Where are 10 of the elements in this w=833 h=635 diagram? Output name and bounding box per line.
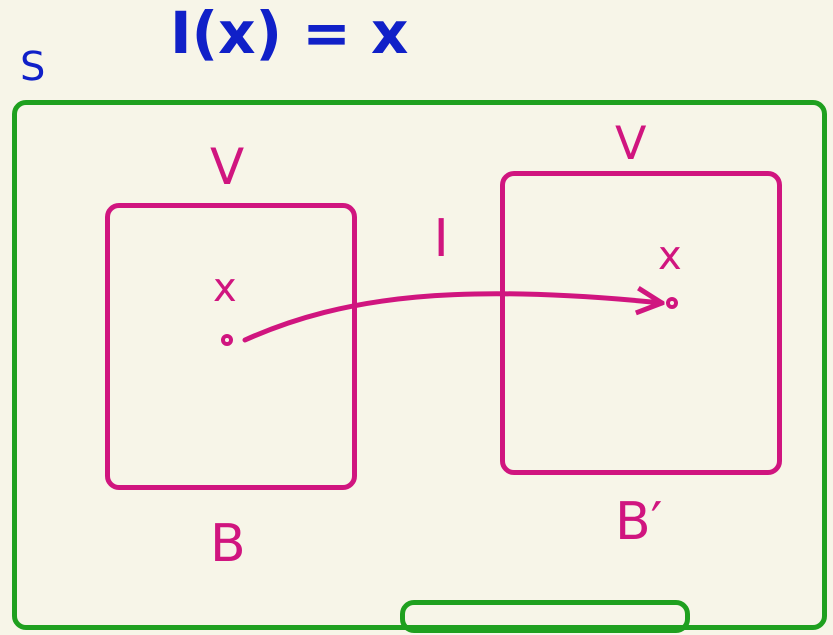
set-label: S [20, 47, 46, 87]
basis-label: B′ [615, 496, 662, 548]
space-label: V [210, 142, 244, 192]
basis-label: B [210, 518, 246, 570]
space-label: V [615, 120, 646, 166]
point-label: x [658, 236, 682, 276]
arrow [242, 286, 664, 342]
title: I(x) = x [170, 4, 408, 62]
point-label: x [213, 268, 237, 308]
partial-box [400, 600, 690, 633]
